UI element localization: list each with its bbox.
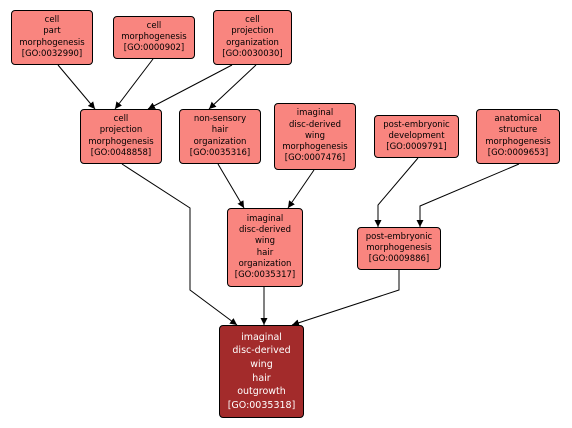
go-term-label-line: cell bbox=[113, 114, 129, 125]
go-term-label-line: organization bbox=[193, 136, 247, 147]
go-term-label-line: organization bbox=[226, 37, 279, 48]
go-term-label-line: cell bbox=[146, 20, 162, 31]
go-term-label-line: hair bbox=[211, 125, 229, 136]
go-term-label-line: morphogenesis bbox=[485, 136, 551, 147]
go-term-label-line: projection bbox=[231, 26, 274, 37]
go-term-label-line: structure bbox=[498, 125, 538, 136]
go-term-label-line: wing bbox=[254, 236, 276, 247]
go-term-label-line: projection bbox=[99, 125, 143, 136]
edge-0030030-to-0048858 bbox=[147, 64, 233, 110]
edge-0048858-to-0035318 bbox=[121, 163, 238, 326]
go-term-id: [GO:0009791] bbox=[386, 142, 447, 153]
go-term-label-line: morphogenesis bbox=[88, 136, 154, 147]
go-term-label-line: anatomical bbox=[494, 114, 542, 125]
go-term-label-line: disc-derived bbox=[238, 225, 292, 236]
go-term-label-line: morphogenesis bbox=[282, 142, 348, 153]
go-term-id: [GO:0035317] bbox=[234, 269, 296, 280]
go-term-label-line: part bbox=[43, 26, 61, 37]
edge-0032990-to-0048858 bbox=[57, 64, 96, 110]
go-term-label-line: hair bbox=[256, 247, 274, 258]
go-term-label-line: imaginal bbox=[246, 213, 284, 224]
go-term-id: [GO:0032990] bbox=[21, 48, 83, 59]
go-term-label-line: post-embryonic bbox=[365, 231, 433, 242]
go-term-label-line: morphogenesis bbox=[366, 242, 432, 253]
go-term-label-line: imaginal bbox=[296, 108, 334, 119]
go-term-label-line: morphogenesis bbox=[121, 31, 187, 42]
go-term-id: [GO:0035316] bbox=[189, 147, 251, 158]
go-term-label-line: post-embryonic bbox=[383, 119, 450, 130]
go-term-id: [GO:0035318] bbox=[227, 399, 296, 411]
go-term-label-line: organization bbox=[238, 258, 292, 269]
edge-0035316-to-0035317 bbox=[217, 163, 245, 209]
edge-0000902-to-0048858 bbox=[114, 58, 154, 110]
edge-0009653-to-0009886 bbox=[416, 163, 520, 227]
go-term-label-line: morphogenesis bbox=[19, 37, 85, 48]
go-term-id: [GO:0009653] bbox=[487, 147, 549, 158]
go-term-label-line: cell bbox=[245, 15, 260, 26]
edge-0009791-to-0009886 bbox=[374, 157, 419, 227]
go-term-id: [GO:0048858] bbox=[90, 147, 152, 158]
go-term-label-line: wing bbox=[250, 358, 273, 370]
go-term-label-line: wing bbox=[304, 130, 326, 141]
go-term-label-line: hair bbox=[252, 372, 271, 384]
go-term-label-line: development bbox=[388, 130, 445, 141]
go-term-label-line: imaginal bbox=[241, 331, 282, 343]
go-term-label-line: disc-derived bbox=[232, 345, 291, 357]
edge-0007476-to-0035317 bbox=[287, 169, 315, 209]
go-term-id: [GO:0030030] bbox=[222, 48, 283, 59]
go-term-id: [GO:0007476] bbox=[284, 153, 346, 164]
go-term-label-line: outgrowth bbox=[237, 386, 286, 398]
go-term-id: [GO:0009886] bbox=[368, 254, 430, 265]
edge-0009886-to-0035318 bbox=[291, 270, 400, 327]
go-term-id: [GO:0000902] bbox=[123, 43, 185, 54]
go-term-label-line: disc-derived bbox=[288, 119, 342, 130]
go-term-label-line: cell bbox=[44, 15, 60, 26]
go-term-label-line: non-sensory bbox=[193, 114, 247, 125]
edge-0030030-to-0035316 bbox=[208, 64, 257, 110]
